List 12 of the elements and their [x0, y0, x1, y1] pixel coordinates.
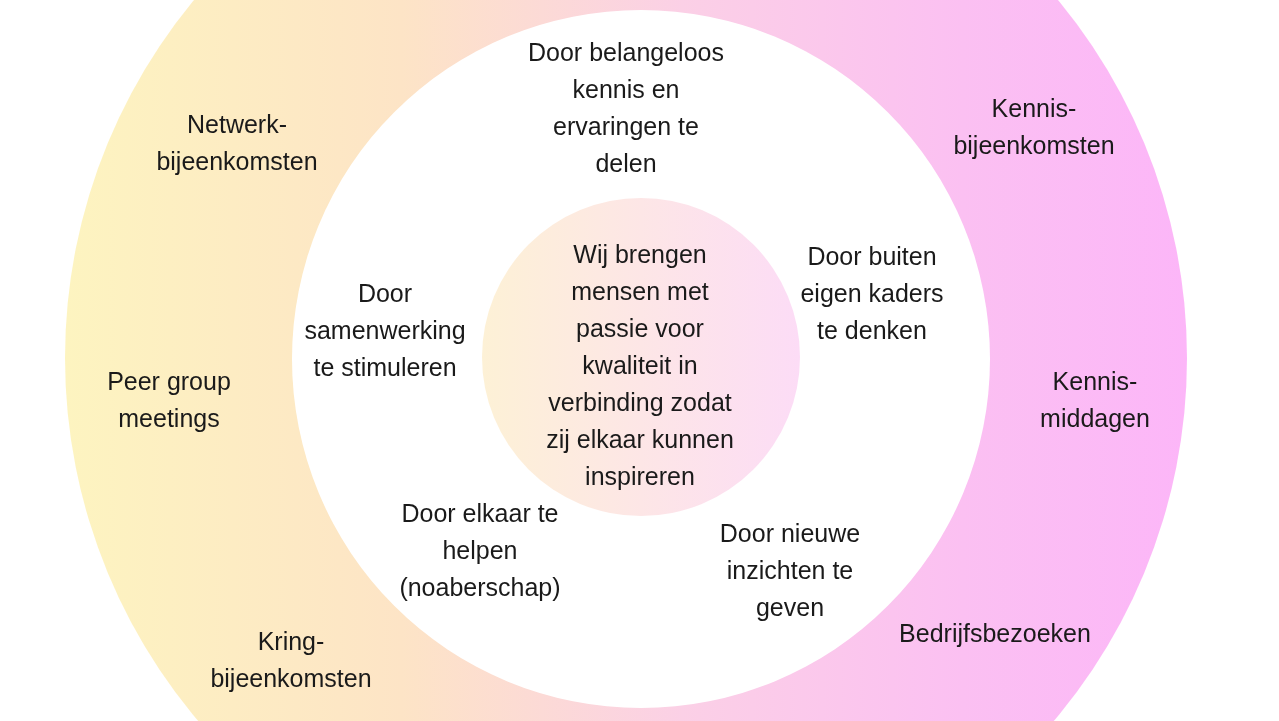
circle-label: Wij brengen mensen met passie voor kwaliteit in verbinding zodat zij elkaar kunnen inspireren	[545, 238, 735, 492]
circle-label: Kennis- bijeenkomsten	[952, 93, 1116, 161]
circle-label: Netwerk- bijeenkomsten	[155, 109, 319, 177]
circle-label: Kring- bijeenkomsten	[209, 626, 373, 694]
circle-label: Door buiten eigen kaders te denken	[799, 240, 945, 346]
circle-label: Door nieuwe inzichten te geven	[718, 517, 862, 623]
circle-label: Kennis- middagen	[1039, 366, 1151, 434]
circle-label: Door samenwerking te stimuleren	[303, 277, 467, 383]
circle-label: Bedrijfsbezoeken	[898, 617, 1092, 649]
circle-label: Door elkaar te helpen (noaberschap)	[398, 497, 562, 603]
circle-label: Door belangeloos kennis en ervaringen te delen	[527, 37, 725, 179]
circle-label: Peer group meetings	[106, 366, 232, 434]
